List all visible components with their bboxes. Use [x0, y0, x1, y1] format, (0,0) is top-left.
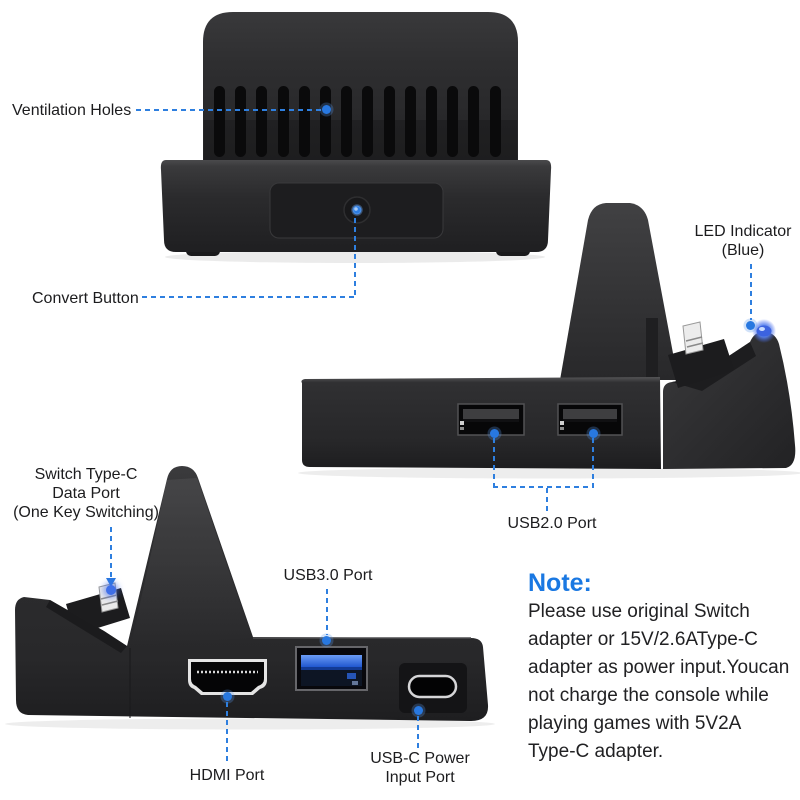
- ventilation-holes: [214, 86, 501, 157]
- connector-housing: [668, 339, 734, 388]
- dock-side-view-ports: [5, 466, 495, 730]
- usb3-port-label: USB3.0 Port: [283, 567, 373, 584]
- note-line: Please use original Switch: [528, 601, 750, 622]
- note-block: Note: Please use original Switch adapter…: [528, 568, 800, 766]
- callout-dot: [322, 636, 331, 645]
- led-indicator-label: LED Indicator (Blue): [688, 222, 798, 260]
- callout-line: [142, 296, 356, 298]
- callout-line: [326, 589, 328, 635]
- connector-led-glow: [106, 585, 116, 595]
- note-line: not charge the console while: [528, 685, 769, 706]
- callout-line: [417, 716, 419, 748]
- note-line: playing games with 5V2A: [528, 713, 742, 734]
- usbc-power-label: USB-C Power Input Port: [352, 749, 488, 787]
- note-line: Type-C adapter.: [528, 741, 664, 762]
- callout-line: [110, 527, 112, 578]
- usbc-power-label-line2: Input Port: [385, 769, 455, 786]
- dock-side-view-usb2: [298, 203, 800, 479]
- note-line: adapter or 15V/2.6AType-C: [528, 629, 758, 650]
- callout-line: [546, 488, 548, 513]
- usb3-port: [295, 646, 368, 691]
- switch-typec-label-line3: (One Key Switching): [13, 504, 159, 521]
- console-cradle-slot: [46, 600, 127, 653]
- switch-typec-label-line2: Data Port: [52, 485, 120, 502]
- usb-c-connector: [682, 321, 704, 355]
- ventilation-holes-label: Ventilation Holes: [12, 102, 132, 119]
- callout-line: [136, 109, 322, 111]
- callout-arrow: [106, 578, 116, 587]
- console-holder-tab: [646, 318, 658, 380]
- callout-line: [354, 218, 356, 298]
- callout-dot: [490, 429, 499, 438]
- callout-dot: [589, 429, 598, 438]
- callout-dot: [746, 321, 755, 330]
- switch-typec-label-line1: Switch Type-C: [34, 466, 138, 483]
- callout-dot: [223, 692, 232, 701]
- convert-button: [343, 196, 371, 224]
- note-heading: Note:: [528, 569, 592, 597]
- callout-dot: [414, 706, 423, 715]
- callout-line: [493, 438, 495, 487]
- back-support-wedge: [560, 203, 678, 380]
- dock-shadow: [298, 467, 800, 479]
- led-indicator-label-line1: LED Indicator: [694, 223, 792, 240]
- usbc-power-port: [399, 663, 467, 713]
- hdmi-port-label: HDMI Port: [189, 767, 265, 784]
- hdmi-port: [188, 659, 267, 695]
- switch-typec-label: Switch Type-C Data Port (One Key Switchi…: [0, 465, 172, 522]
- callout-line: [493, 486, 594, 488]
- callout-dot: [322, 105, 331, 114]
- usbc-power-label-line1: USB-C Power: [370, 750, 470, 767]
- convert-button-label: Convert Button: [32, 290, 139, 307]
- callout-line: [226, 702, 228, 763]
- note-line: adapter as power input.Youcan: [528, 657, 790, 678]
- led-indicator-label-line2: (Blue): [721, 242, 765, 259]
- dock-silhouette: [15, 466, 489, 721]
- callout-line: [592, 438, 594, 487]
- dock-shadow: [5, 718, 495, 730]
- back-block: [663, 331, 796, 469]
- dock-front-view: [160, 12, 552, 263]
- callout-line: [750, 264, 752, 320]
- usb2-port-label: USB2.0 Port: [507, 515, 597, 532]
- led-indicator-light: [752, 319, 776, 343]
- back-support-wedge: [131, 478, 252, 645]
- usb2-port-1: [457, 403, 525, 436]
